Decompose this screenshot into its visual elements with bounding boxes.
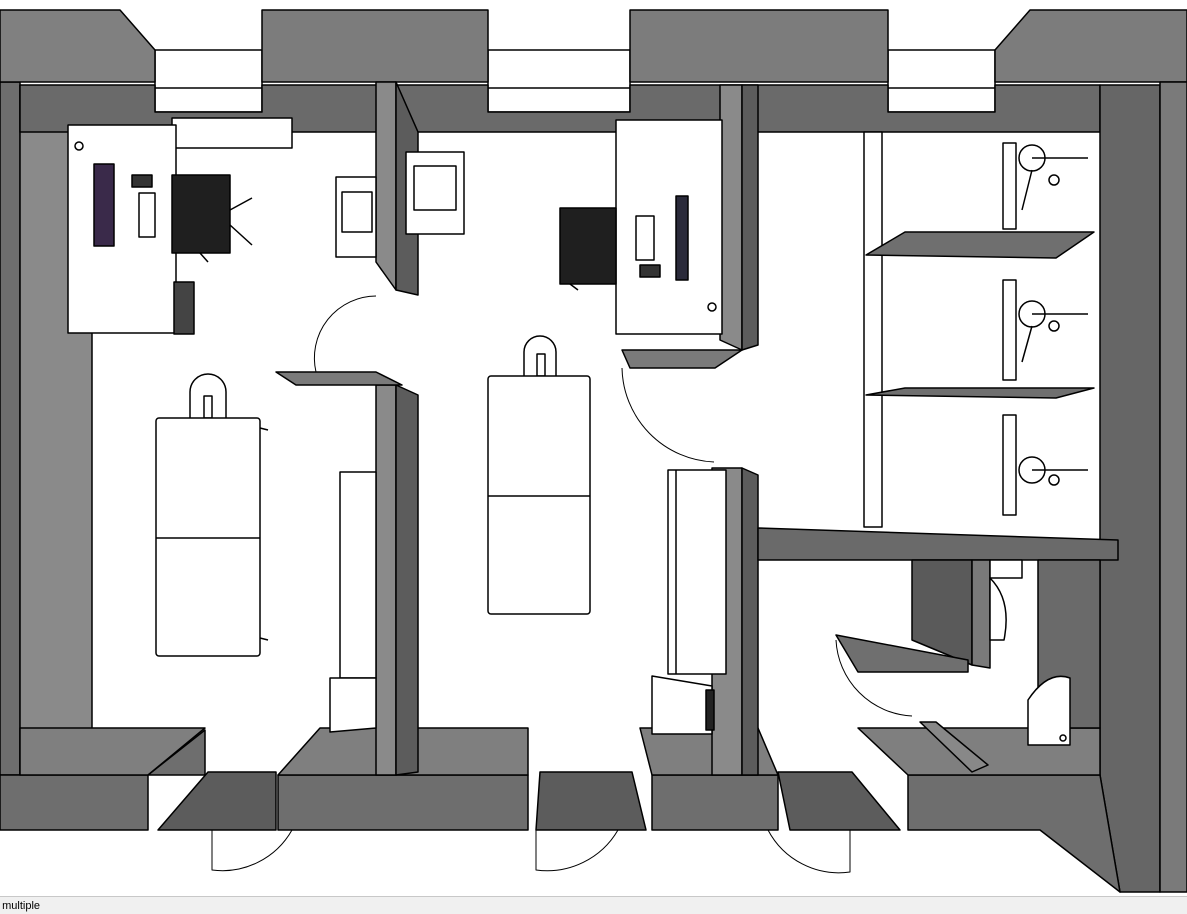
keyboard-icon <box>635 215 655 261</box>
desk-left <box>67 117 293 334</box>
status-text: t multiple <box>0 900 41 912</box>
monitor-icon <box>675 195 689 281</box>
exterior-wall-right <box>1099 81 1187 893</box>
door-swings <box>211 295 913 874</box>
chair-folded-icon <box>173 281 195 335</box>
keyboard-icon <box>138 192 156 238</box>
monitor-icon <box>93 163 115 247</box>
partition-left <box>275 81 419 776</box>
washbasin-icon <box>1027 675 1071 746</box>
partition-bathroom <box>757 527 1119 729</box>
desk-middle <box>615 119 723 335</box>
grab-bar <box>919 721 989 773</box>
shower-head-icon <box>1018 144 1088 211</box>
exam-bed-left <box>155 373 269 657</box>
phone-icon <box>639 264 661 278</box>
shower-head-icon <box>1018 456 1088 486</box>
exam-bed-middle <box>487 335 591 615</box>
shower-cubicles <box>863 131 1095 528</box>
office-chair-icon <box>559 207 617 291</box>
status-bar: t multiple <box>0 896 1187 914</box>
exterior-wall-bottom <box>0 727 1121 893</box>
office-chair-icon <box>171 174 253 263</box>
sink-icon <box>335 176 377 258</box>
cabinet-left <box>329 471 377 733</box>
shower-head-icon <box>1018 300 1088 363</box>
phone-icon <box>131 174 153 188</box>
toilet-icon <box>989 559 1023 641</box>
door-leaves <box>157 771 901 831</box>
sink-icon <box>405 151 465 235</box>
cabinet-middle <box>651 469 727 735</box>
